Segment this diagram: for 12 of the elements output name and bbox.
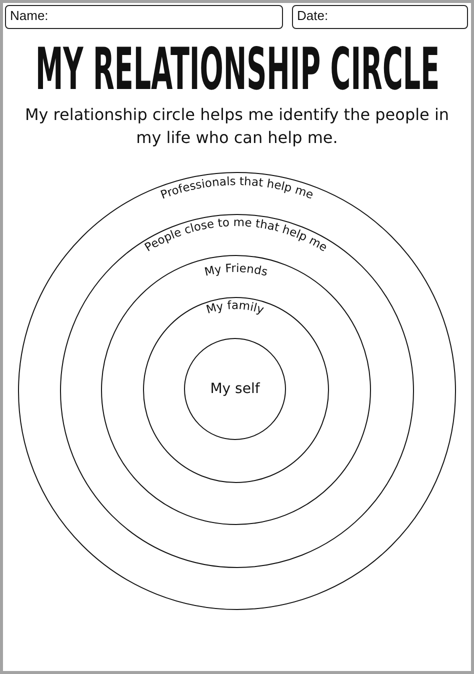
ring-label: My Friends <box>202 260 269 278</box>
instruction-text: My relationship circle helps me identify the people in my life who can help me. <box>24 104 450 149</box>
circle-ring <box>18 172 456 610</box>
circle-ring <box>101 255 371 525</box>
title: MY RELATIONSHIP CIRCLE <box>35 40 440 98</box>
input-field: Date: <box>292 5 468 29</box>
circle-label: My self <box>210 381 260 397</box>
circle-ring <box>142 296 328 482</box>
input-field: Name: <box>5 5 283 29</box>
circle-ring <box>60 214 414 568</box>
ring-label: My family <box>204 298 266 317</box>
center-circle <box>184 338 286 440</box>
